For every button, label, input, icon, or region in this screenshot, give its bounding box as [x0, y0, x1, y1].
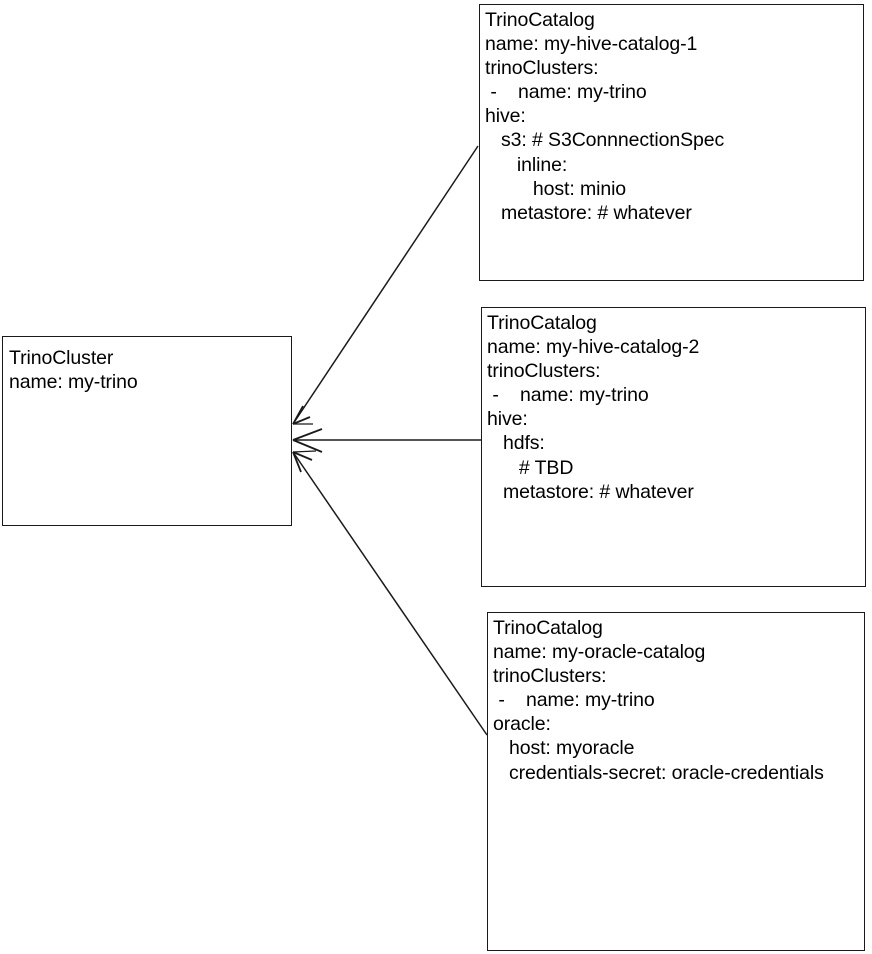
text-line: hive:	[485, 105, 526, 128]
text-line: name: my-trino	[9, 371, 138, 394]
text-line: metastore: # whatever	[487, 480, 694, 503]
text-line: hdfs:	[487, 432, 545, 455]
text-line: - name: my-trino	[493, 689, 655, 712]
text-line: name: my-hive-catalog-2	[487, 336, 700, 359]
text-line: name: my-hive-catalog-1	[485, 33, 698, 56]
text-line: # TBD	[487, 456, 574, 479]
text-line: metastore: # whatever	[485, 201, 692, 224]
text-line: oracle:	[493, 713, 551, 736]
text-line: trinoClusters:	[487, 360, 601, 383]
text-line: TrinoCatalog	[493, 617, 603, 639]
edge-catalog-1-to-cluster	[292, 145, 479, 425]
text-line: hive:	[487, 408, 528, 431]
edge-catalog-3-to-cluster	[292, 450, 488, 736]
text-line: TrinoCluster	[9, 347, 114, 369]
text-line: TrinoCatalog	[485, 9, 595, 31]
text-line: credentials-secret: oracle-credentials	[493, 761, 824, 784]
text-line: trinoClusters:	[485, 57, 599, 80]
text-line: name: my-oracle-catalog	[493, 641, 706, 664]
text-line: inline:	[485, 153, 568, 176]
text-line: s3: # S3ConnnectionSpec	[485, 129, 725, 152]
edge-catalog-2-to-cluster	[292, 428, 481, 453]
text-line: host: myoracle	[493, 737, 635, 760]
text-line: - name: my-trino	[485, 81, 647, 104]
text-line: trinoClusters:	[493, 665, 607, 688]
text-line: - name: my-trino	[487, 384, 649, 407]
text-line: TrinoCatalog	[487, 312, 597, 334]
text-line: host: minio	[485, 177, 627, 200]
